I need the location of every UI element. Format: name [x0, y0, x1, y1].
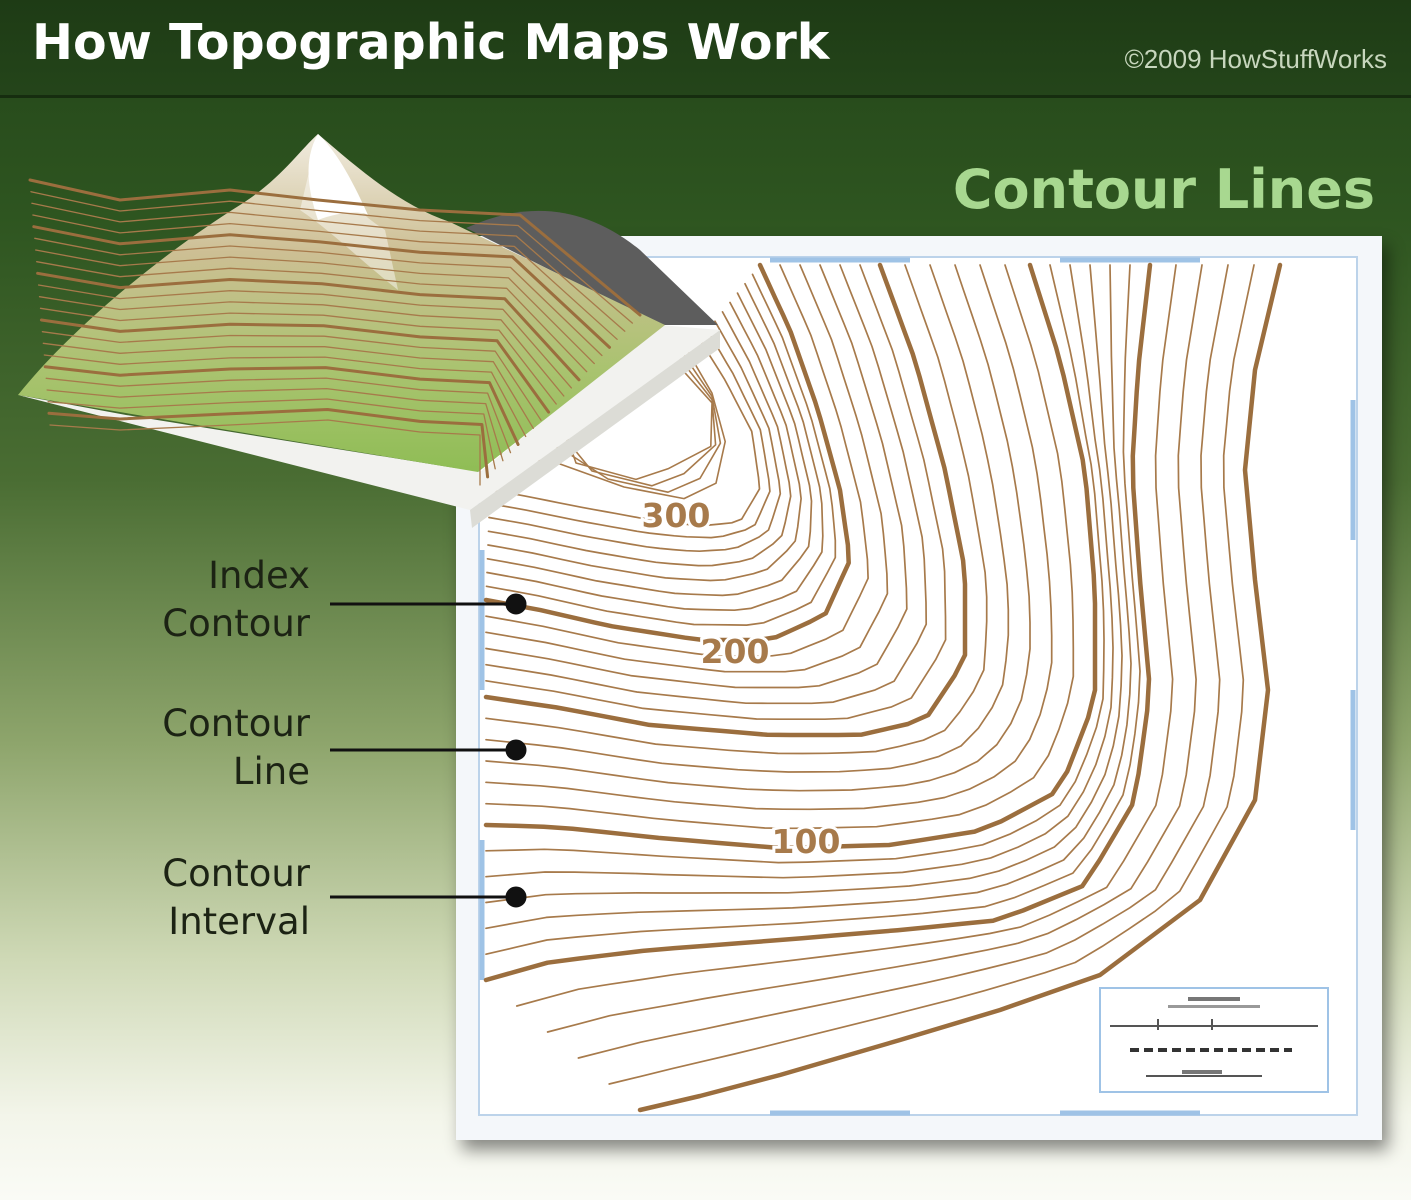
contour-line — [485, 264, 1114, 879]
contour-line — [487, 301, 802, 582]
contour-line — [637, 262, 1283, 1113]
contour-line — [489, 348, 727, 500]
contour-line — [485, 264, 1105, 864]
contour-line — [485, 264, 869, 657]
contour-line — [485, 264, 1075, 830]
contour-line — [608, 264, 1255, 1085]
contour-line — [485, 264, 1031, 792]
contour-line — [515, 264, 1177, 1007]
contour-line — [38, 296, 565, 397]
contour-line — [32, 225, 611, 349]
contour-line — [34, 237, 603, 357]
contour-line — [49, 419, 481, 486]
contour-line — [36, 261, 588, 373]
label-pointers — [330, 593, 527, 908]
contour-line — [31, 202, 626, 332]
contour-lines — [483, 262, 1283, 1113]
contour-line — [577, 264, 1229, 1059]
contour-line — [488, 320, 782, 553]
elevation-label-300: 300 — [642, 496, 711, 535]
contour-line — [488, 329, 771, 539]
contour-line — [37, 284, 573, 389]
map-scale-legend — [1099, 987, 1329, 1093]
contour-line — [485, 264, 1123, 904]
contour-interval-marker — [505, 886, 527, 908]
contour-line — [546, 264, 1203, 1033]
contour-line — [485, 264, 1010, 773]
contour-line — [487, 311, 792, 567]
contour-line — [45, 377, 512, 454]
contour-line — [485, 264, 908, 689]
contour-line — [485, 264, 1132, 930]
contour-line — [486, 282, 824, 612]
contour-line — [485, 264, 928, 705]
contour-line — [30, 191, 634, 324]
map-frame-ticks — [479, 257, 1356, 1116]
section-title: Contour Lines — [952, 158, 1375, 221]
contour-line — [485, 264, 988, 755]
elevation-label-200: 200 — [701, 632, 770, 671]
contour-line — [39, 307, 557, 405]
contour-line — [32, 214, 618, 340]
contour-line — [486, 292, 813, 597]
contour-line — [485, 264, 1053, 811]
contour-line — [41, 331, 542, 421]
elevation-label-100: 100 — [772, 822, 841, 861]
contour-line — [43, 354, 527, 438]
contour-line — [39, 318, 551, 414]
contour-line — [28, 178, 642, 317]
contour-line — [35, 249, 595, 365]
contour-line — [47, 408, 490, 479]
terrain-3d-model — [18, 134, 720, 528]
contour-line — [485, 273, 837, 626]
label-contour-line: Contour Line — [162, 702, 310, 793]
contour-line-marker — [505, 739, 527, 761]
page-title: How Topographic Maps Work — [32, 14, 830, 71]
contour-line — [483, 262, 851, 643]
contour-line — [42, 342, 534, 429]
label-index-contour: Index Contour — [162, 554, 310, 645]
header-bar: How Topographic Maps Work ©2009 HowStuff… — [0, 0, 1411, 98]
contour-line — [489, 339, 761, 527]
contour-line — [485, 264, 889, 673]
contour-line — [485, 264, 947, 721]
copyright-text: ©2009 HowStuffWorks — [1124, 44, 1387, 74]
contour-line — [46, 387, 504, 462]
contour-line — [43, 365, 520, 446]
label-contour-interval: Contour Interval — [162, 852, 310, 943]
contour-line — [36, 271, 581, 382]
contour-line — [483, 262, 968, 738]
index-contour-marker — [505, 593, 527, 615]
contour-line — [483, 262, 1153, 983]
contour-line — [47, 398, 496, 470]
contour-line — [483, 262, 1098, 850]
contour-line — [485, 264, 1141, 956]
